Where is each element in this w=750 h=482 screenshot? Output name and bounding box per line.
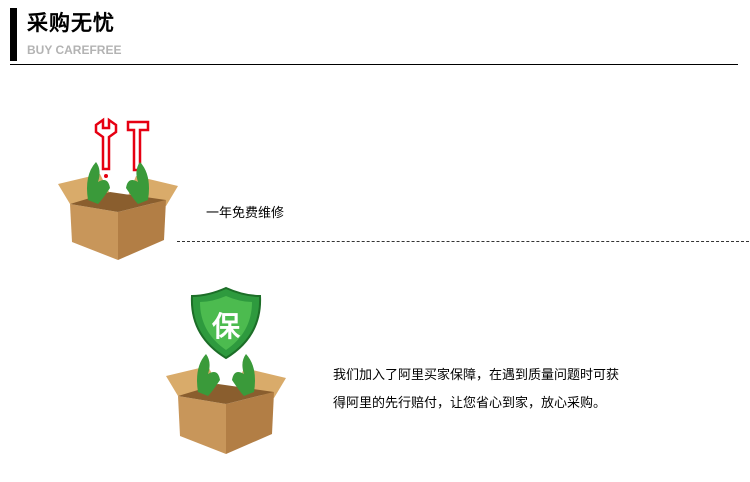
feature-divider <box>177 241 749 242</box>
feature-buyer-protection-text: 我们加入了阿里买家保障，在遇到质量问题时可获 得阿里的先行赔付，让您省心到家，放… <box>333 362 619 418</box>
repair-tools-box-icon <box>48 112 188 262</box>
page-subtitle: BUY CAREFREE <box>27 43 122 57</box>
guarantee-shield-box-icon: 保 <box>156 286 296 458</box>
feature-buyer-protection-line-2: 得阿里的先行赔付，让您省心到家，放心采购。 <box>333 396 607 411</box>
feature-buyer-protection-line-1: 我们加入了阿里买家保障，在遇到质量问题时可获 <box>333 368 620 383</box>
header-divider <box>10 64 738 65</box>
feature-free-repair-text: 一年免费维修 <box>206 206 285 221</box>
page-title: 采购无忧 <box>27 11 115 35</box>
header-accent-bar <box>10 8 17 61</box>
shield-badge-text: 保 <box>212 310 241 343</box>
